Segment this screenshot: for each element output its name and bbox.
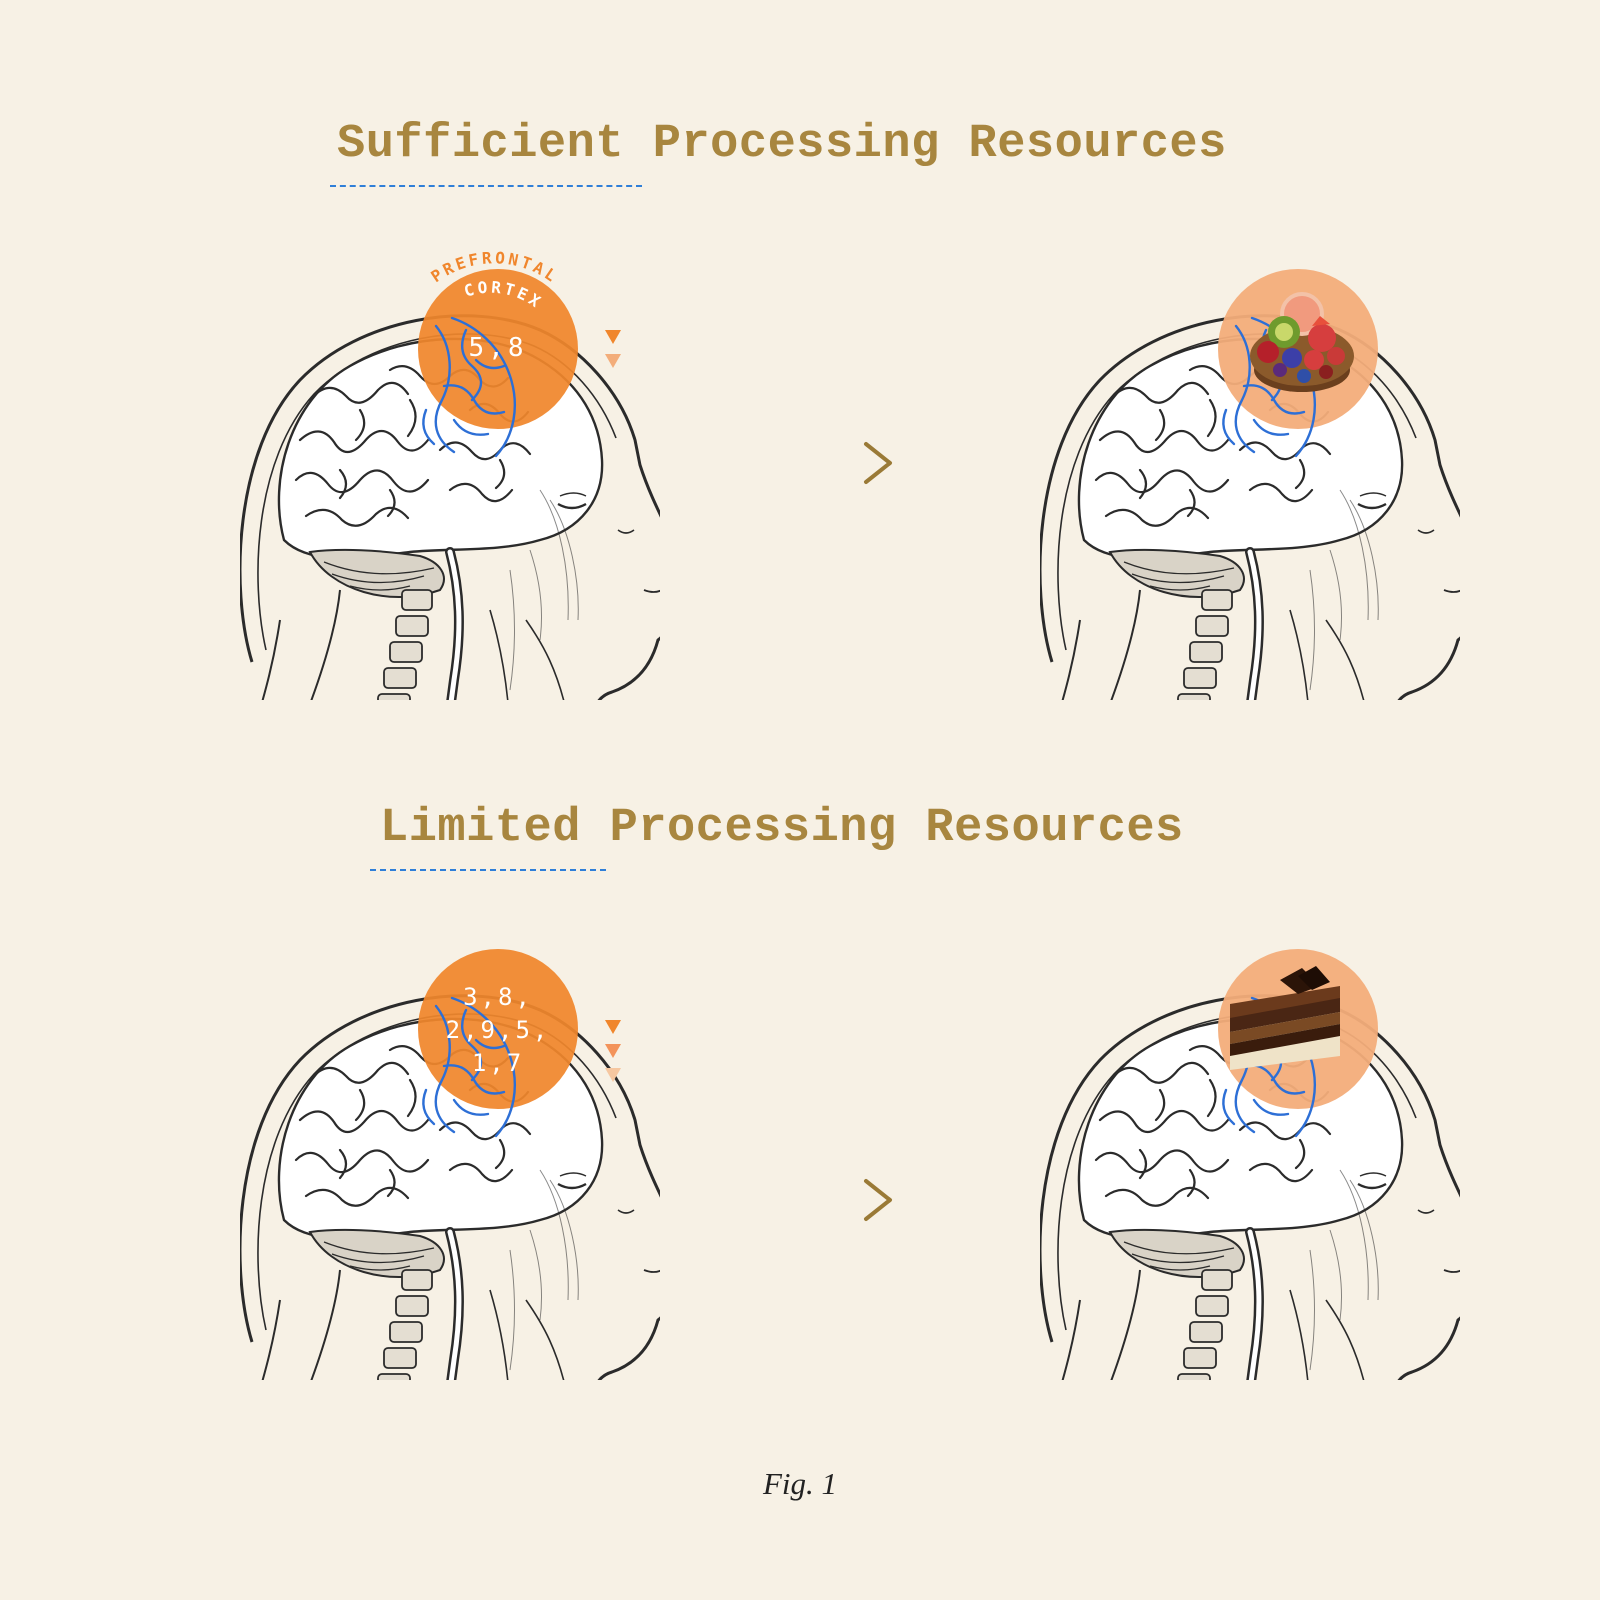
figure-caption: Fig. 1 [762,1466,838,1501]
down-triangle-icon [605,354,621,368]
anatomical-head-icon: PREFRONTAL CORTEX 5,8 [240,248,660,700]
down-triangle-icon [605,1044,621,1058]
title-underline [330,185,642,187]
section-title-sufficient: Sufficient Processing Resources [337,118,1227,171]
down-triangle-icon [605,330,621,344]
anatomical-head-icon: 3,8, 2,9,5, 1,7 [240,949,660,1380]
working-memory-digits: 2,9,5, [446,1016,551,1044]
chocolate-cake-icon [1230,966,1340,1070]
right-arrow-icon [690,1179,892,1221]
working-memory-digits: 3,8, [463,983,533,1011]
prefrontal-cortex-highlight [418,269,578,429]
fruit-bowl-icon [1250,292,1354,392]
title-underline [370,869,606,871]
anatomical-head-icon [1040,269,1460,700]
working-memory-digits: 5,8 [469,333,528,363]
working-memory-digits: 1,7 [472,1049,524,1077]
section-title-limited: Limited Processing Resources [380,802,1184,855]
down-triangle-icon [605,1020,621,1034]
anatomical-head-icon [1040,949,1460,1380]
prefrontal-cortex-highlight [418,949,578,1109]
right-arrow-icon [690,442,892,484]
